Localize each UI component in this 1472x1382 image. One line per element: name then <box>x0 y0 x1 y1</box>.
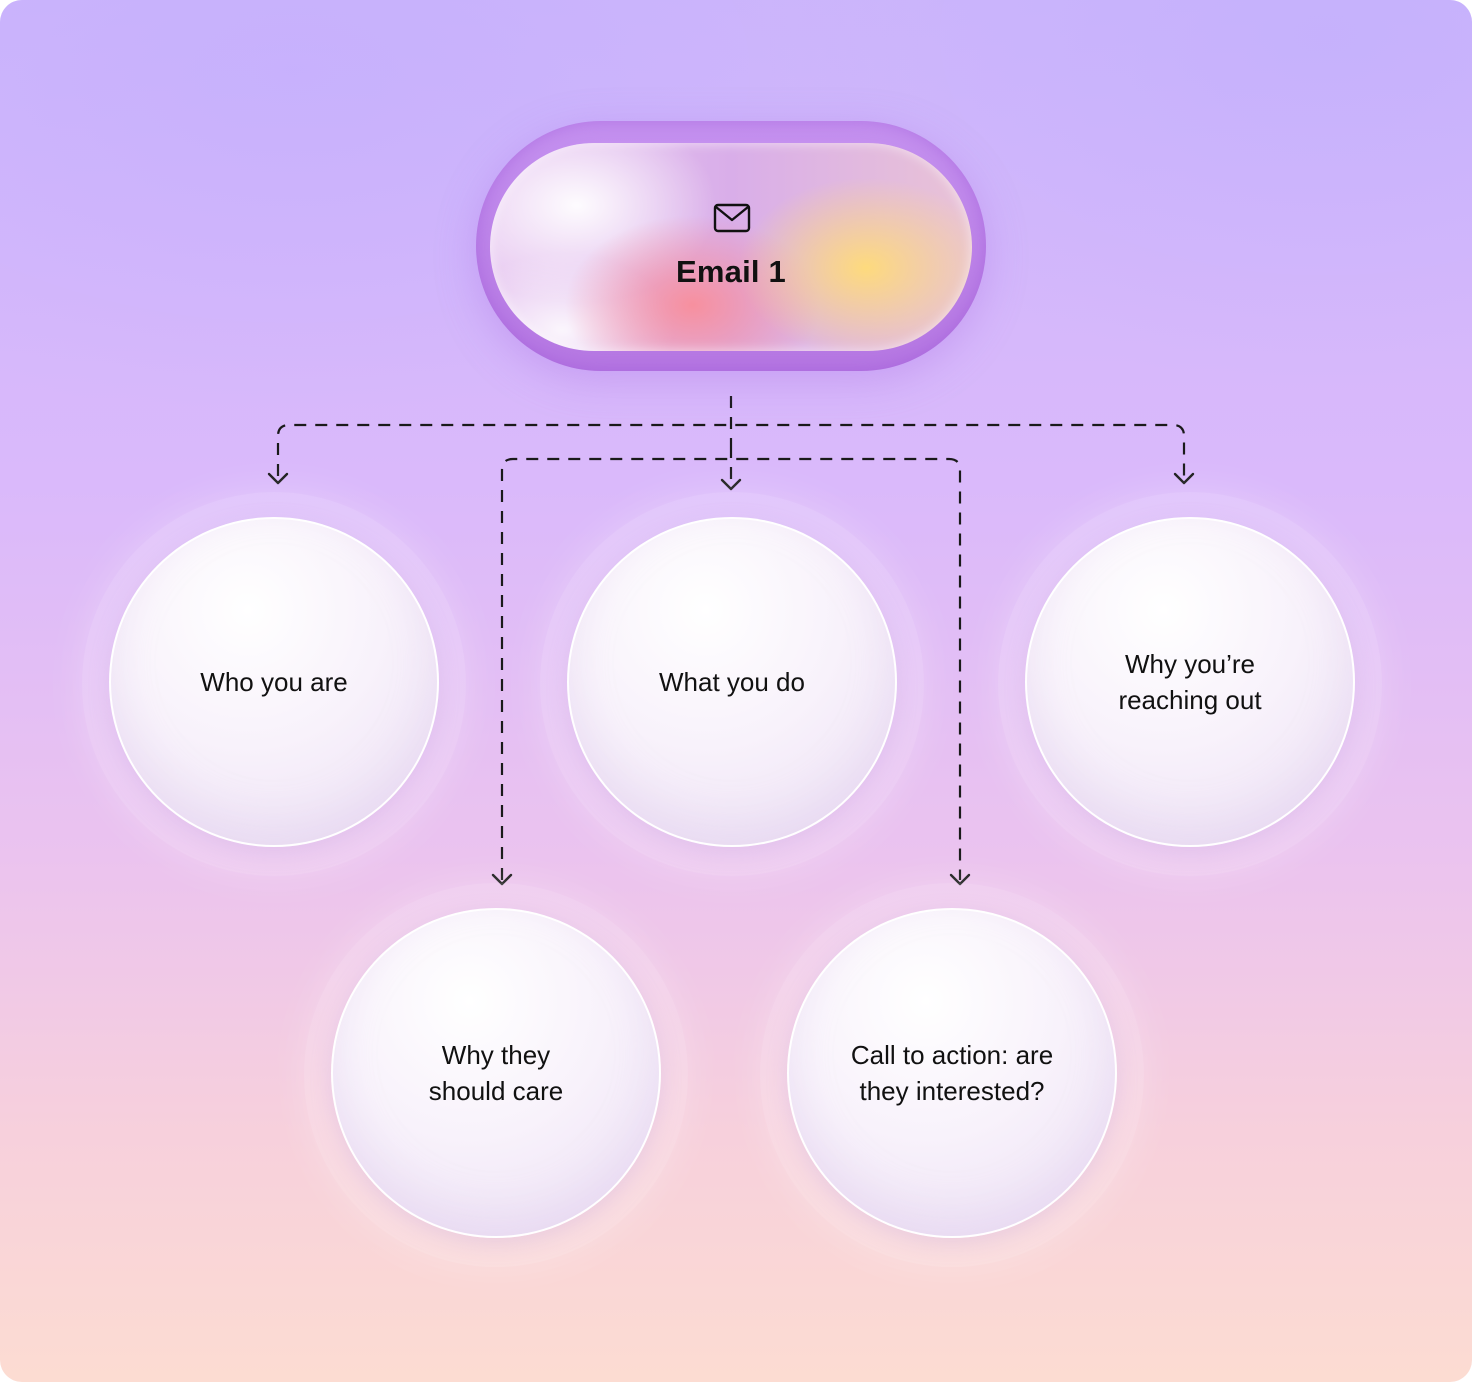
node-why-reaching-out: Why you’re reaching out <box>998 492 1382 876</box>
node-why-they-should-care: Why they should care <box>304 883 688 1267</box>
arrowhead-left <box>267 472 289 485</box>
node-label: Call to action: are they interested? <box>850 1040 1054 1106</box>
node-label: Why you’re reaching out <box>1118 649 1262 715</box>
connector-upper-bus <box>276 423 1186 476</box>
arrowhead-center <box>720 478 742 491</box>
node-who-you-are: Who you are <box>82 492 466 876</box>
envelope-icon <box>713 203 751 233</box>
root-node <box>476 121 986 371</box>
node-label: Why they should care <box>428 1040 564 1106</box>
node-call-to-action: Call to action: are they interested? <box>760 883 1144 1267</box>
arrowhead-bottom-right <box>949 873 971 886</box>
arrowhead-bottom-left <box>491 873 513 886</box>
root-node-label: Email 1 <box>676 254 786 289</box>
node-label: What you do <box>659 667 805 697</box>
node-what-you-do: What you do <box>540 492 924 876</box>
node-label: Who you are <box>200 667 348 697</box>
arrowhead-right <box>1173 472 1195 485</box>
root-node-glass <box>490 143 972 351</box>
